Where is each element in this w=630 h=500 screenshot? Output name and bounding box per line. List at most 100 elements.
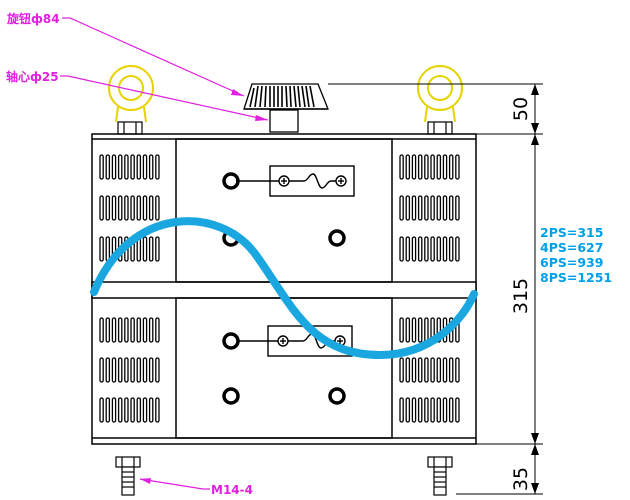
vent-slot — [424, 195, 429, 221]
vent-slot — [424, 154, 429, 180]
vent-slot — [436, 397, 442, 423]
vent-slot — [142, 397, 148, 423]
vent-slot — [111, 154, 117, 180]
dimension-top: 50 — [510, 97, 532, 121]
vent-slot — [130, 195, 135, 221]
vent-slot — [442, 357, 448, 383]
vent-slot — [105, 154, 111, 180]
vent-slot — [399, 154, 404, 180]
vent-slot — [148, 154, 154, 180]
panel-socket — [222, 172, 346, 247]
vent-slot — [124, 195, 129, 221]
vent-slot — [124, 397, 129, 423]
vent-slot — [411, 397, 417, 423]
vent-slot — [105, 236, 111, 262]
vent-slot — [99, 236, 104, 262]
vent-slot — [417, 195, 423, 221]
vent-slot — [405, 397, 411, 423]
vent-slot — [448, 357, 454, 383]
lifting-ring-icon — [108, 65, 154, 123]
vent-slot — [117, 195, 123, 221]
vent-slot — [417, 397, 423, 423]
vent-slot — [111, 397, 117, 423]
vent-slot — [148, 195, 154, 221]
vent-slot — [136, 397, 142, 423]
vent-slot — [117, 154, 123, 180]
vent-slot — [148, 397, 154, 423]
vent-slot — [117, 397, 123, 423]
spec-item: 2PS=315 — [540, 225, 603, 240]
vent-slot — [424, 317, 429, 343]
vent-slot — [99, 317, 104, 343]
vent-slot — [430, 357, 435, 383]
vent-slot — [155, 397, 160, 423]
spec-list: 2PS=315 4PS=627 6PS=939 8PS=1251 — [540, 225, 612, 285]
vent-slot — [148, 357, 154, 383]
callout-arrowhead — [255, 115, 268, 121]
knob-callout: 旋钮ф84 — [6, 11, 60, 26]
spec-item: 6PS=939 — [540, 255, 603, 270]
vent-slot — [405, 236, 411, 262]
vent-slot — [105, 357, 111, 383]
callout-arrowhead — [140, 478, 151, 484]
vent-slot — [417, 317, 423, 343]
vent-slot — [436, 195, 442, 221]
vent-slot — [430, 154, 435, 180]
vent-slot — [399, 317, 404, 343]
shaft-callout: 轴心ф25 — [6, 69, 59, 84]
vent-slot — [436, 357, 442, 383]
vent-slot — [411, 236, 417, 262]
knob-icon — [243, 83, 329, 110]
vent-slot — [124, 357, 129, 383]
vent-slot — [130, 317, 135, 343]
vent-slot — [417, 236, 423, 262]
vent-slot — [105, 397, 111, 423]
vent-slot — [142, 357, 148, 383]
vent-slot — [142, 236, 148, 262]
shaft — [269, 109, 299, 133]
panel-socket — [222, 332, 346, 405]
vent-slot — [448, 154, 454, 180]
vent-slot — [105, 317, 111, 343]
vent-slot — [399, 397, 404, 423]
vent-slot — [448, 195, 454, 221]
vent-slot — [405, 154, 411, 180]
vent-slot — [442, 154, 448, 180]
dimension-lines — [328, 83, 543, 495]
vent-slot — [136, 195, 142, 221]
terminal-plate — [237, 325, 353, 357]
vent-slot — [124, 317, 129, 343]
vent-slot — [399, 357, 404, 383]
vent-slot — [130, 357, 135, 383]
vent-slot — [417, 154, 423, 180]
vent-slot — [455, 195, 460, 221]
vent-slot — [411, 317, 417, 343]
vent-slot — [136, 357, 142, 383]
vent-slot — [405, 317, 411, 343]
vent-slot — [417, 357, 423, 383]
spec-item: 8PS=1251 — [540, 270, 612, 285]
callout-arrowhead — [231, 89, 244, 96]
vent-slot — [99, 357, 104, 383]
vent-slot — [455, 397, 460, 423]
vent-slot — [442, 397, 448, 423]
vent-slot — [411, 357, 417, 383]
dimension-height: 315 — [510, 278, 532, 314]
sine-wave-icon — [90, 217, 478, 360]
vent-slot — [130, 154, 135, 180]
terminal-plate — [236, 165, 355, 197]
dimension-bottom: 35 — [510, 467, 532, 491]
vent-slot — [155, 357, 160, 383]
ring-bolt — [117, 121, 453, 135]
vent-slot — [111, 357, 117, 383]
vent-slot — [436, 236, 442, 262]
vent-slot — [155, 154, 160, 180]
vent-slot — [411, 154, 417, 180]
vent-slot — [111, 195, 117, 221]
vent-slot — [142, 195, 148, 221]
vent-slot — [111, 317, 117, 343]
vent-slot — [430, 236, 435, 262]
vent-slot — [136, 154, 142, 180]
vent-slot — [424, 236, 429, 262]
vent-slot — [455, 357, 460, 383]
